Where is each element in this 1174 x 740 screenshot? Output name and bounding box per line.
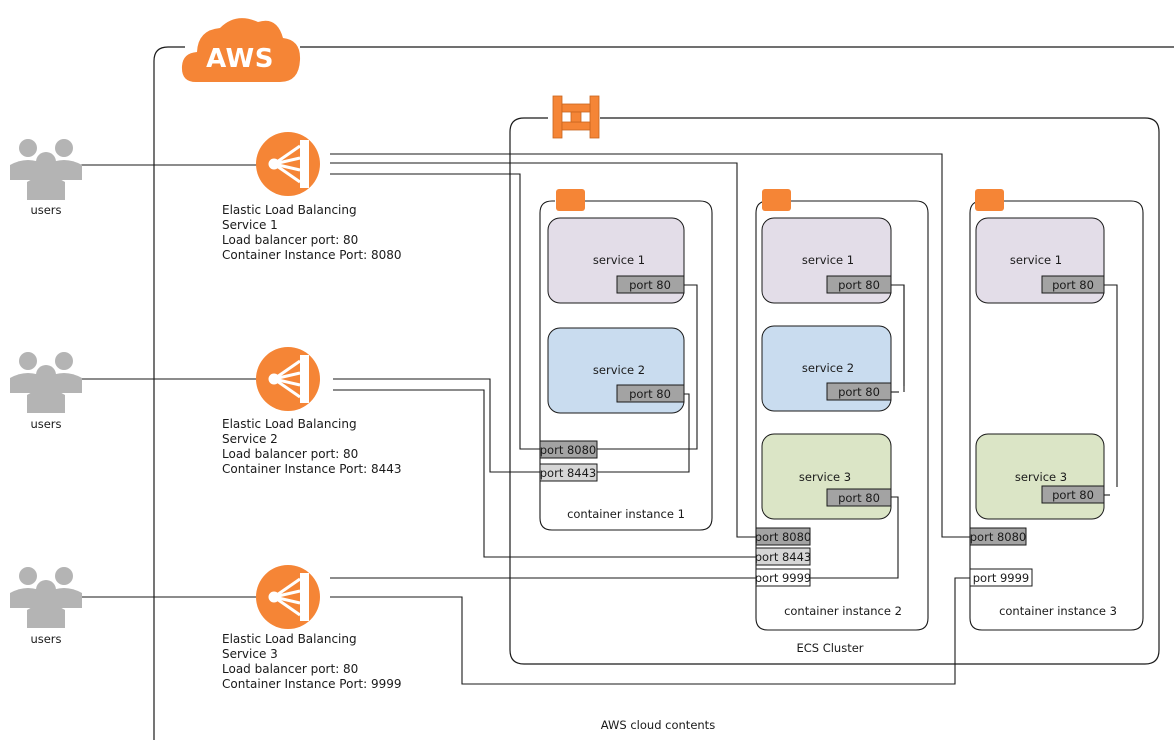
aws-label: AWS <box>206 44 274 74</box>
ci2-host-port-8080-label: port 8080 <box>755 530 812 544</box>
ci3-host-port-9999 <box>969 568 1033 587</box>
lb1-line3: Load balancer port: 80 <box>222 233 358 247</box>
connections <box>80 153 1118 685</box>
lb2-line1: Elastic Load Balancing <box>222 417 357 431</box>
lb2-line3: Load balancer port: 80 <box>222 447 358 461</box>
load-balancer-1-label: Elastic Load Balancing Service 1 Load ba… <box>222 203 402 262</box>
ci2-label: container instance 2 <box>784 604 902 618</box>
ci2-service-1-port-label: port 80 <box>838 278 880 292</box>
lb2-line2: Service 2 <box>222 432 278 446</box>
lb3-line4: Container Instance Port: 9999 <box>222 677 402 691</box>
users-1-label: users <box>30 203 61 217</box>
users-2-label: users <box>30 417 61 431</box>
ci3-service-3-name: service 3 <box>1015 470 1067 484</box>
ci1-service-1-port <box>616 275 685 294</box>
ci1-service-2-port-label: port 80 <box>629 387 671 401</box>
ci2-host-port-9999-label: port 9999 <box>755 571 812 585</box>
ecs-icon <box>552 95 600 139</box>
container-instance-1-frame <box>539 200 713 531</box>
ci2-host-port-8443 <box>755 547 811 566</box>
aws-cloud-contents-label: AWS cloud contents <box>601 718 715 732</box>
container-instance-3-frame <box>969 200 1144 631</box>
ci3-host-port-9999-label: port 9999 <box>973 571 1030 585</box>
users-group-3-icon <box>10 567 82 628</box>
load-balancer-3-label: Elastic Load Balancing Service 3 Load ba… <box>222 632 402 691</box>
ci2-service-1-port <box>826 275 892 294</box>
ec2-instance-1-icon <box>556 189 585 211</box>
users-group-2-icon <box>10 352 82 413</box>
users-3-label: users <box>30 632 61 646</box>
load-balancer-3-icon <box>256 565 320 629</box>
aws-cloud-icon: AWS <box>181 18 301 82</box>
lb2-line4: Container Instance Port: 8443 <box>222 462 402 476</box>
load-balancer-1-icon <box>256 132 320 196</box>
lb1-line4: Container Instance Port: 8080 <box>222 248 402 262</box>
ci1-service-1-port-label: port 80 <box>629 278 671 292</box>
aws-cloud-boundary <box>153 46 1174 740</box>
ecs-cluster-label: ECS Cluster <box>796 641 863 655</box>
ci1-service-1-name: service 1 <box>593 253 645 267</box>
ci3-host-port-8080 <box>969 527 1027 546</box>
ci2-service-1-name: service 1 <box>802 253 854 267</box>
ci2-service-2-port-label: port 80 <box>838 385 880 399</box>
ci1-service-2-name: service 2 <box>593 363 645 377</box>
ci1-service-2-port <box>616 384 685 403</box>
lb1-line1: Elastic Load Balancing <box>222 203 357 217</box>
ci2-host-port-8443-label: port 8443 <box>755 550 812 564</box>
lb3-line2: Service 3 <box>222 647 278 661</box>
ci1-label: container instance 1 <box>567 507 685 521</box>
ci1-host-port-8080 <box>539 440 598 459</box>
lb3-line3: Load balancer port: 80 <box>222 662 358 676</box>
ci3-service-1-port-label: port 80 <box>1052 278 1094 292</box>
ec2-instance-3-icon <box>975 189 1004 211</box>
lb3-line1: Elastic Load Balancing <box>222 632 357 646</box>
ci1-host-port-8443 <box>539 463 598 482</box>
ci3-service-3-port <box>1041 485 1105 504</box>
ci2-service-3-port-label: port 80 <box>838 491 880 505</box>
ci1-host-port-8080-label: port 8080 <box>540 443 597 457</box>
container-instance-2-frame <box>755 200 929 631</box>
ci2-host-port-8080 <box>755 527 811 546</box>
ci2-service-2-port <box>826 382 892 401</box>
ci2-service-3-port <box>826 488 892 507</box>
ci3-service-1-port <box>1041 275 1105 294</box>
load-balancer-2-label: Elastic Load Balancing Service 2 Load ba… <box>222 417 402 476</box>
lb1-line2: Service 1 <box>222 218 278 232</box>
ci1-host-port-8443-label: port 8443 <box>540 466 597 480</box>
ci3-service-3-port-label: port 80 <box>1052 488 1094 502</box>
ci3-label: container instance 3 <box>999 604 1117 618</box>
ci2-service-3-name: service 3 <box>799 470 851 484</box>
ec2-instance-2-icon <box>762 189 791 211</box>
ci3-service-1-name: service 1 <box>1010 253 1062 267</box>
ci2-service-2-name: service 2 <box>802 361 854 375</box>
load-balancer-2-icon <box>256 347 320 411</box>
ecs-cluster-boundary <box>509 117 1160 665</box>
ci2-host-port-9999 <box>755 568 811 587</box>
users-group-1-icon <box>10 139 82 200</box>
ci3-host-port-8080-label: port 8080 <box>970 530 1027 544</box>
